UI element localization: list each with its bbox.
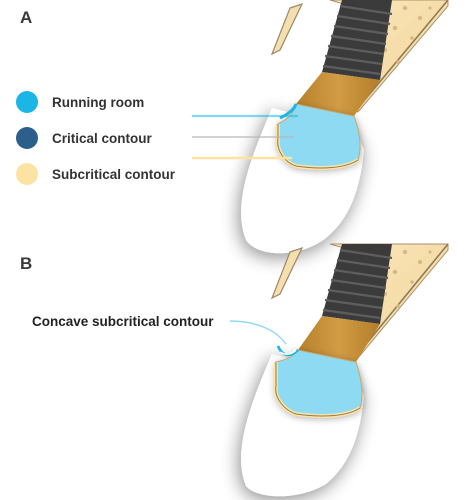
running-room-swatch <box>16 91 38 113</box>
panel-a-illustration <box>192 0 449 254</box>
panel-b-illustration <box>229 243 449 497</box>
concave-subcritical-callout: Concave subcritical contour <box>32 314 214 329</box>
panel-label-b: B <box>20 254 33 273</box>
critical-contour-swatch <box>16 127 38 149</box>
gingiva-sliver-b <box>270 246 304 300</box>
legend-item-running-room: Running room <box>16 90 144 114</box>
bone-edge-b <box>357 243 449 355</box>
implant-threads-b <box>322 248 393 320</box>
subcritical-contour-swatch <box>16 163 38 185</box>
panel-label-a: A <box>20 8 33 27</box>
legend-item-critical-contour: Critical contour <box>16 126 152 150</box>
subcritical-contour-edge-b <box>275 362 361 417</box>
abutment-a <box>296 72 380 116</box>
gingiva-sliver-a <box>270 2 304 56</box>
legend-label: Critical contour <box>52 130 152 146</box>
abutment-b <box>298 316 380 362</box>
legend-item-subcritical-contour: Subcritical contour <box>16 162 175 186</box>
concave-notch-inner-b <box>279 349 297 355</box>
bone-edge-a <box>357 0 449 109</box>
legend-label: Subcritical contour <box>52 166 176 182</box>
subcritical-contour-edge-a <box>277 124 359 169</box>
implant-threads-a <box>322 4 393 76</box>
legend-label: Running room <box>52 94 145 110</box>
concave-callout-leader <box>229 320 287 345</box>
bone-texture-a <box>374 5 432 76</box>
